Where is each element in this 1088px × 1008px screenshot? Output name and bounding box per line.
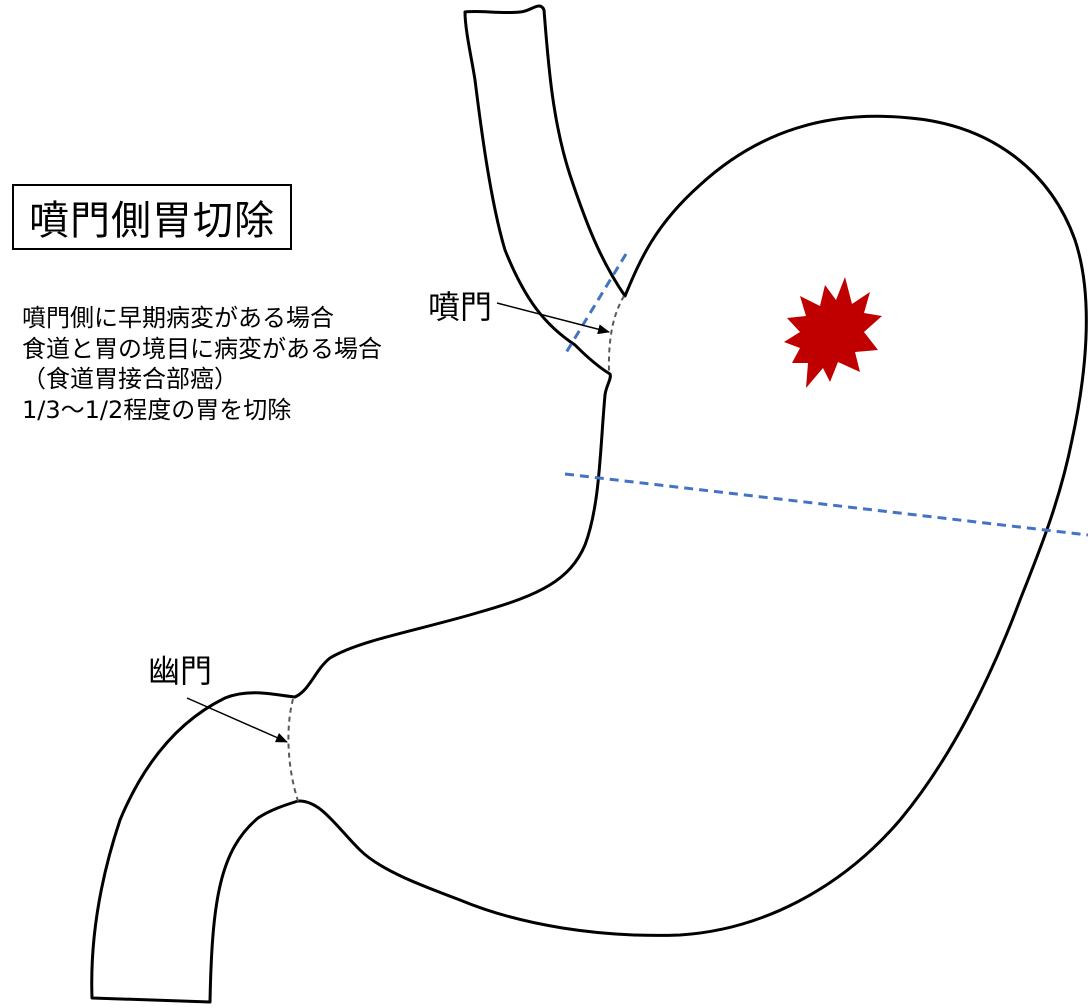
description-line: （食道胃接合部癌） [22, 365, 238, 393]
pylorus-label: 幽門 [148, 652, 213, 690]
procedure-title: 噴門側胃切除 [12, 184, 292, 250]
stomach-outline [90, 4, 1088, 1004]
description-line: 食道と胃の境目に病変がある場合 [22, 334, 382, 363]
cardia-boundary [607, 295, 625, 373]
description-text: 噴門側に早期病変がある場合 食道と胃の境目に病変がある場合 （食道胃接合部癌） … [22, 303, 382, 425]
cardia-label: 噴門 [428, 288, 493, 326]
description-line: 噴門側に早期病変がある場合 [22, 304, 334, 332]
cardia-arrow [496, 302, 610, 335]
pylorus-boundary [287, 698, 299, 802]
pylorus-arrow [186, 697, 288, 743]
lesion-marker [784, 277, 882, 388]
cut-line-resection [564, 472, 1088, 537]
cut-line-upper [562, 253, 628, 357]
description-line: 1/3〜1/2程度の胃を切除 [22, 395, 292, 424]
